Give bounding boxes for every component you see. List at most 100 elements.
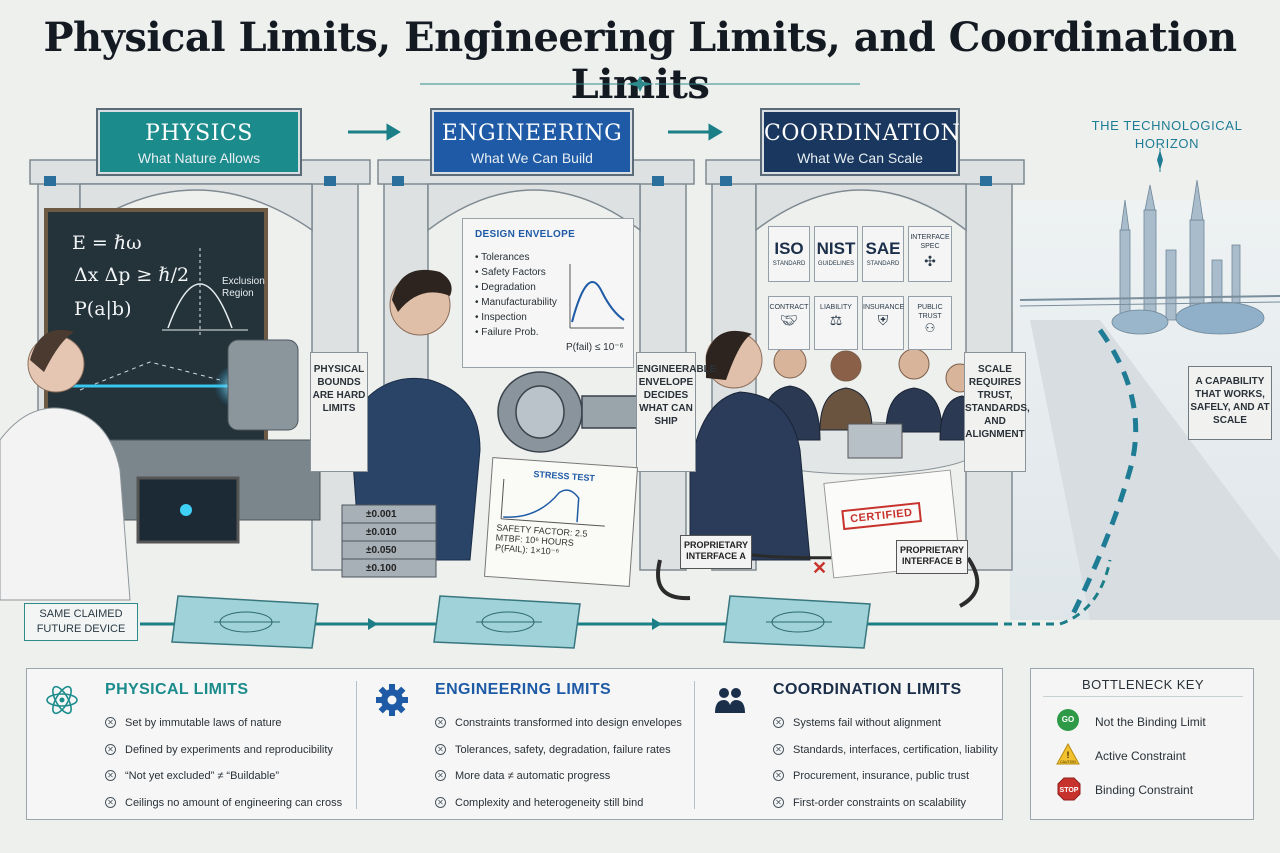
stage-banner-engineering: ENGINEERING What We Can Build bbox=[432, 110, 632, 174]
svg-text:!: ! bbox=[1067, 750, 1070, 760]
x-circle-icon: ✕ bbox=[773, 770, 784, 781]
list-item-text: First-order constraints on scalability bbox=[793, 796, 967, 809]
agreement-public-trust: PUBLIC TRUST ⚇ bbox=[908, 296, 952, 350]
list-item: ✕ Procurement, insurance, public trust bbox=[773, 768, 998, 795]
standard-type: STANDARD bbox=[772, 261, 806, 267]
column-physical-limits: PHYSICAL LIMITS ✕Set by immutable laws o… bbox=[27, 669, 355, 821]
list-item: ✕ Defined by experiments and reproducibil… bbox=[105, 742, 342, 769]
limits-summary-panel: PHYSICAL LIMITS ✕Set by immutable laws o… bbox=[26, 668, 1003, 820]
list-item-text: More data ≠ automatic progress bbox=[455, 770, 611, 782]
chalk-equation-probability: P(a|b) bbox=[74, 298, 132, 320]
horizon-sign: A CAPABILITY THAT WORKS, SAFELY, AND AT … bbox=[1188, 366, 1272, 440]
list-item: ✕Tolerances, safety, degradation, failur… bbox=[435, 742, 682, 769]
tolerance-label: ±0.100 bbox=[366, 563, 397, 574]
stage-title: ENGINEERING bbox=[441, 121, 623, 146]
list-item-text: Defined by experiments and reproducibili… bbox=[125, 743, 333, 756]
same-claimed-device-label: SAME CLAIMED FUTURE DEVICE bbox=[24, 603, 138, 641]
certified-stamp: CERTIFIED bbox=[841, 502, 922, 531]
list-item-text: Systems fail without alignment bbox=[793, 717, 941, 729]
stress-test-clipboard: STRESS TEST SAFETY FACTOR: 2.5 MTBF: 10⁶… bbox=[483, 457, 639, 587]
standard-type: INTERFACE SPEC bbox=[910, 234, 950, 250]
tolerance-label: ±0.001 bbox=[366, 509, 397, 520]
agreement-label: LIABILITY bbox=[820, 304, 852, 311]
x-circle-icon: ✕ bbox=[435, 717, 446, 728]
shield-icon: ⛨ bbox=[877, 312, 889, 328]
x-circle-icon: ✕ bbox=[773, 743, 784, 755]
key-label: Active Constraint bbox=[1095, 749, 1186, 763]
puzzle-icon: ✣ bbox=[924, 253, 936, 269]
agreement-insurance: INSURANCE ⛨ bbox=[862, 296, 904, 350]
scene-illustration bbox=[0, 123, 1280, 649]
agreement-label: INSURANCE bbox=[863, 304, 905, 311]
list-item-text: Complexity and heterogeneity still bind bbox=[455, 796, 644, 809]
stage-title: COORDINATION bbox=[764, 121, 961, 146]
standard-name: ISO bbox=[774, 239, 804, 258]
key-label: Not the Binding Limit bbox=[1095, 715, 1206, 729]
standard-name: NIST bbox=[816, 239, 856, 258]
key-label: Binding Constraint bbox=[1095, 783, 1194, 797]
stress-curve-icon bbox=[500, 478, 605, 527]
key-title: BOTTLENECK KEY bbox=[1043, 677, 1243, 697]
standard-type: STANDARD bbox=[866, 261, 900, 267]
list-item: Degradation bbox=[475, 280, 633, 295]
chalk-equation-energy: E = ℏω bbox=[72, 232, 142, 254]
stage-title: PHYSICS bbox=[145, 121, 253, 146]
list-item: Failure Prob. bbox=[475, 325, 633, 340]
title-ornament bbox=[420, 76, 860, 92]
list-item: Tolerances bbox=[475, 250, 633, 265]
scales-icon: ⚖ bbox=[829, 312, 843, 328]
list-item: Manufacturability bbox=[475, 295, 633, 310]
stop-text: STOP bbox=[1060, 787, 1079, 794]
stage-banner-coordination: COORDINATION What We Can Scale bbox=[762, 110, 961, 174]
list-item-text: Standards, interfaces, certification, li… bbox=[793, 743, 998, 756]
standard-nist: NIST GUIDELINES bbox=[814, 226, 858, 282]
x-circle-icon: ✕ bbox=[105, 770, 116, 781]
column-divider bbox=[694, 681, 695, 809]
list-item: ✕ More data ≠ automatic progress bbox=[435, 768, 682, 795]
stop-icon: STOP bbox=[1057, 777, 1081, 801]
list-item: ✕ Standards, interfaces, certification, l… bbox=[773, 742, 998, 769]
chalk-equation-uncertainty: Δx Δp ≥ ℏ/2 bbox=[74, 264, 190, 286]
page-title: Physical Limits, Engineering Limits, and… bbox=[43, 14, 1237, 108]
list-item-text: “Not yet excluded” ≠ “Buildable” bbox=[125, 770, 279, 782]
column-list: ✕Systems fail without alignment ✕Standar… bbox=[773, 715, 998, 821]
column-engineering-limits: ENGINEERING LIMITS ✕Constraints transfor… bbox=[357, 669, 693, 821]
handshake-icon: 🤝︎ bbox=[780, 312, 798, 328]
pillar-sign-physics: PHYSICAL BOUNDS ARE HARD LIMITS bbox=[310, 352, 368, 472]
column-coordination-limits: COORDINATION LIMITS ✕Systems fail withou… bbox=[695, 669, 1003, 821]
x-circle-icon: ✕ bbox=[105, 743, 116, 755]
incompatible-x-icon: ✕ bbox=[812, 558, 828, 578]
column-list: ✕Constraints transformed into design env… bbox=[435, 715, 682, 821]
tolerance-label: ±0.050 bbox=[366, 545, 397, 556]
envelope-pfail: P(fail) ≤ 10⁻⁶ bbox=[566, 342, 624, 353]
x-circle-icon: ✕ bbox=[773, 796, 784, 808]
list-item-text: Tolerances, safety, degradation, failure… bbox=[455, 743, 671, 756]
standard-interface-spec: INTERFACE SPEC ✣ bbox=[908, 226, 952, 282]
x-circle-icon: ✕ bbox=[435, 770, 446, 781]
list-item-text: Procurement, insurance, public trust bbox=[793, 770, 970, 782]
stage-subtitle: What Nature Allows bbox=[137, 150, 261, 166]
list-item: ✕ “Not yet excluded” ≠ “Buildable” bbox=[105, 768, 342, 795]
pillar-sign-engineering: ENGINEERABLE ENVELOPE DECIDES WHAT CAN S… bbox=[636, 352, 716, 472]
x-circle-icon: ✕ bbox=[435, 796, 446, 808]
list-item: Safety Factors bbox=[475, 265, 633, 280]
column-heading: ENGINEERING LIMITS bbox=[435, 681, 612, 698]
list-item: ✕Systems fail without alignment bbox=[773, 715, 998, 742]
list-item-text: Ceilings no amount of engineering can cr… bbox=[125, 796, 343, 809]
list-item: ✕ Complexity and heterogeneity still bind bbox=[435, 795, 682, 822]
go-icon: GO bbox=[1057, 709, 1079, 731]
standard-name: SAE bbox=[865, 239, 901, 258]
standard-iso: ISO STANDARD bbox=[768, 226, 810, 282]
pillar-sign-coordination: SCALE REQUIRES TRUST, STANDARDS, AND ALI… bbox=[964, 352, 1030, 472]
proprietary-interface-a: PROPRIETARY INTERFACE A bbox=[680, 535, 752, 569]
x-circle-icon: ✕ bbox=[105, 796, 116, 808]
list-item: ✕Constraints transformed into design env… bbox=[435, 715, 682, 742]
agreement-label: CONTRACT bbox=[769, 304, 809, 311]
stage-subtitle: What We Can Build bbox=[471, 150, 593, 166]
caution-text: CAUTION bbox=[1060, 760, 1076, 764]
list-item: Inspection bbox=[475, 310, 633, 325]
envelope-curve-icon bbox=[569, 264, 625, 329]
list-item: ✕ First-order constraints on scalability bbox=[773, 795, 998, 822]
atom-icon bbox=[46, 685, 78, 715]
column-divider bbox=[356, 681, 357, 809]
